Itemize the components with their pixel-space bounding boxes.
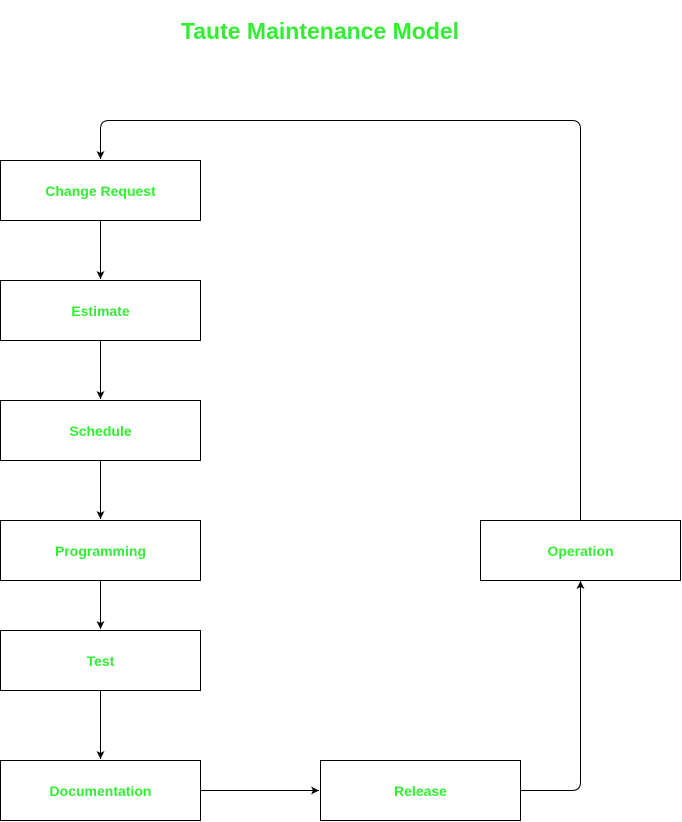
node-label: Test [86,652,115,669]
node-programming[interactable]: Programming [0,520,201,581]
node-label: Operation [547,542,614,559]
node-operation[interactable]: Operation [480,520,681,581]
edge-release-to-operation [521,581,585,791]
node-label: Release [394,782,447,799]
node-documentation[interactable]: Documentation [0,760,201,821]
node-schedule[interactable]: Schedule [0,400,201,461]
node-label: Programming [54,542,146,559]
edge-operation-to-change-request [96,120,581,520]
node-test[interactable]: Test [0,630,201,691]
node-release[interactable]: Release [320,760,521,821]
node-label: Schedule [69,422,132,439]
node-estimate[interactable]: Estimate [0,280,201,341]
node-change-request[interactable]: Change Request [0,160,201,221]
diagram-title: Taute Maintenance Model [180,18,460,44]
node-label: Documentation [49,782,152,799]
node-label: Estimate [71,302,130,319]
node-label: Change Request [45,182,156,199]
